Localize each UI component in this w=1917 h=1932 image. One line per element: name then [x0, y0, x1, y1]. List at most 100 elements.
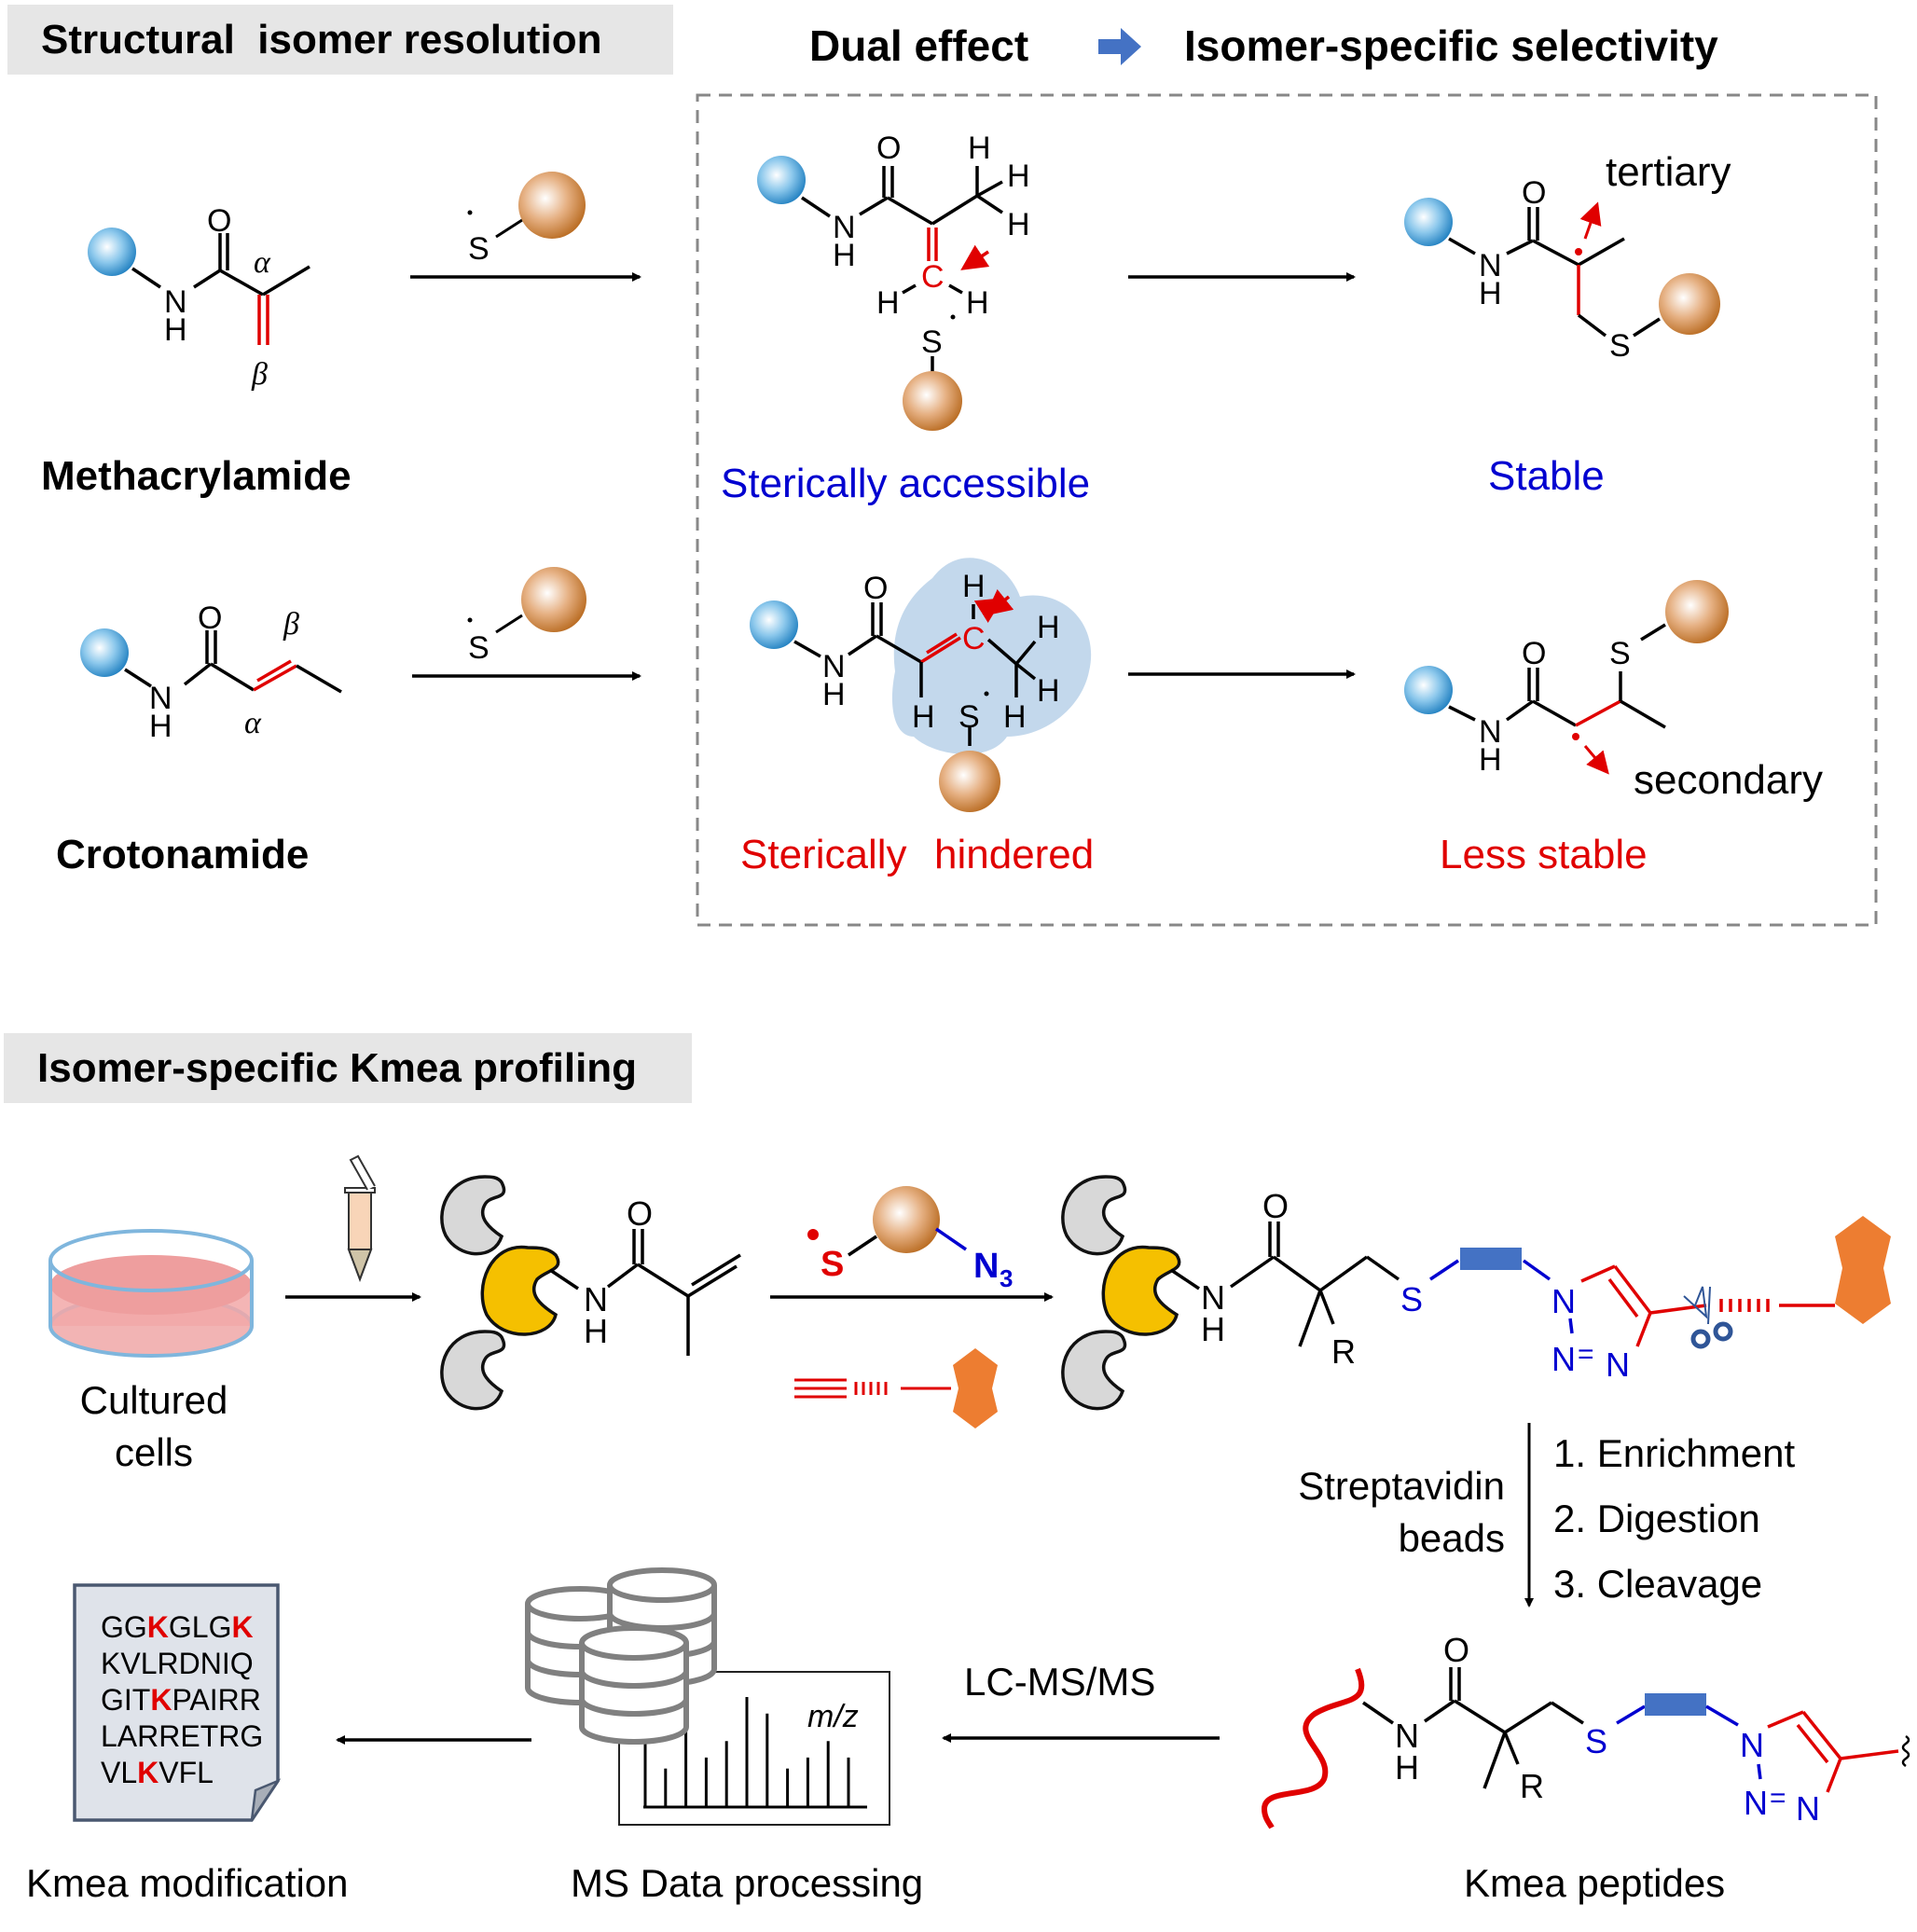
- atom-H: H: [584, 1312, 608, 1350]
- protein-other: [1061, 1330, 1127, 1411]
- atom-N: N: [164, 284, 187, 320]
- atom-N: N: [149, 681, 172, 716]
- atom-O: O: [1262, 1187, 1289, 1225]
- svg-text:=: =: [1770, 1783, 1786, 1814]
- modified-lysine: K: [146, 1610, 169, 1644]
- beta-label: β: [251, 357, 268, 392]
- sequence-segment: KVLRDNIQ: [101, 1647, 254, 1680]
- atom-H: H: [962, 569, 986, 604]
- atom-O: O: [876, 131, 901, 166]
- atom-O: O: [1522, 175, 1546, 211]
- methacrylamide-structure: [88, 228, 310, 345]
- atom-N: N: [1796, 1789, 1820, 1828]
- atom-N: N: [1395, 1717, 1419, 1755]
- modified-lysine: K: [137, 1756, 159, 1789]
- protein-target: [1101, 1245, 1181, 1336]
- R-group: R: [1520, 1767, 1544, 1805]
- streptavidin-line-2: beads: [1398, 1516, 1505, 1560]
- atom-H: H: [1479, 742, 1502, 778]
- ms-peaks: [643, 1697, 850, 1807]
- sequence-segment: GLG: [168, 1610, 232, 1644]
- atom-S: S: [1609, 636, 1631, 671]
- step-enrichment: 1. Enrichment: [1553, 1431, 1796, 1475]
- atom-N: N: [1479, 248, 1502, 283]
- product-label-less-stable: Less stable: [1440, 832, 1648, 877]
- sequence-segment: GG: [101, 1610, 147, 1644]
- protein-other: [440, 1330, 506, 1411]
- dashed-frame: [696, 93, 1878, 927]
- cultured-cells-label: Cultured cells: [56, 1374, 252, 1479]
- atom-S: S: [958, 699, 980, 735]
- subtitle-isomer-selectivity: Isomer-specific selectivity: [1184, 21, 1718, 70]
- kmea-modification-label: Kmea modification: [26, 1861, 349, 1905]
- atom-H: H: [1395, 1748, 1419, 1787]
- section-header-text: Isomer-specific Kmea profiling: [37, 1044, 638, 1091]
- beta-label: β: [283, 607, 299, 642]
- atom-H: H: [1201, 1310, 1225, 1348]
- atom-C-reactive: C: [921, 259, 945, 295]
- probe-bead: [518, 172, 586, 239]
- intermediate-label-hindered-2: hindered: [934, 832, 1095, 877]
- modified-lysine: K: [231, 1610, 254, 1644]
- sequence-segment: LARRETRG: [101, 1719, 264, 1753]
- atom-H: H: [1037, 673, 1060, 709]
- sequence-segment: PAIRR: [172, 1683, 261, 1717]
- cells-line-2: cells: [114, 1430, 194, 1474]
- peptide-chain: [1261, 1667, 1365, 1829]
- atom-N: N: [1740, 1726, 1764, 1764]
- section-header-kmea-profiling: Isomer-specific Kmea profiling: [4, 1033, 692, 1103]
- scissors-icon: [1683, 1286, 1733, 1349]
- peptide-sequence: LARRETRG: [101, 1718, 263, 1755]
- atom-H: H: [1479, 276, 1502, 311]
- modified-lysine: K: [150, 1683, 172, 1717]
- tube-icon: [344, 1154, 376, 1282]
- step-cleavage: 3. Cleavage: [1553, 1562, 1763, 1606]
- atom-N: N: [1744, 1784, 1768, 1822]
- step-list: 1. Enrichment 2. Digestion 3. Cleavage: [1553, 1421, 1795, 1617]
- svg-text:N: N: [973, 1247, 999, 1286]
- peptide-sequence: VLKVFL: [101, 1755, 263, 1791]
- svg-text:S: S: [821, 1245, 844, 1284]
- substrate-name-methacrylamide: Methacrylamide: [41, 453, 352, 499]
- atom-H: H: [164, 312, 187, 348]
- protein-other: [1061, 1175, 1127, 1256]
- protein-shapes: [440, 1175, 1181, 1411]
- atom-H: H: [1003, 699, 1027, 735]
- wavy-bond-icon: [1901, 1734, 1910, 1768]
- atom-H: H: [968, 131, 991, 166]
- thiyl-radical-reagent: S: [467, 567, 586, 666]
- streptavidin-line-1: Streptavidin: [1298, 1464, 1505, 1508]
- alpha-label: α: [254, 245, 271, 280]
- atom-H: H: [966, 285, 989, 321]
- atom-S: S: [1609, 328, 1631, 364]
- svg-text:3: 3: [1000, 1264, 1013, 1292]
- atom-O: O: [627, 1194, 653, 1233]
- protein-other: [440, 1175, 506, 1256]
- kmea-peptide-structure: [1261, 1667, 1910, 1829]
- atom-O: O: [863, 571, 888, 606]
- lcms-label: LC-MS/MS: [964, 1660, 1156, 1704]
- svg-text:=: =: [1578, 1339, 1594, 1370]
- kmea-peptides-label: Kmea peptides: [1464, 1861, 1726, 1905]
- svg-text:S: S: [468, 231, 490, 267]
- radical-type-tertiary: tertiary: [1606, 149, 1731, 195]
- product-tertiary: [1404, 198, 1720, 338]
- intermediate-accessible: [757, 156, 1003, 431]
- radical-type-secondary: secondary: [1634, 757, 1824, 803]
- atom-H: H: [1037, 610, 1060, 645]
- substrate-bead: [88, 228, 136, 276]
- atom-N: N: [1552, 1282, 1576, 1320]
- atom-N: N: [1606, 1346, 1630, 1384]
- atom-O: O: [1443, 1631, 1469, 1669]
- document-fold: [250, 1778, 282, 1821]
- intermediate-label-accessible: Sterically accessible: [721, 461, 1091, 506]
- atom-N: N: [1479, 714, 1502, 750]
- product-secondary: [1404, 580, 1729, 775]
- crotonamide-structure: [80, 628, 342, 694]
- streptavidin-label: Streptavidin beads: [1249, 1460, 1505, 1565]
- R-group: R: [1331, 1332, 1356, 1371]
- atom-N: N: [822, 649, 846, 684]
- subtitle-dual-effect: Dual effect: [809, 21, 1029, 70]
- biotin-icon: [1835, 1216, 1891, 1324]
